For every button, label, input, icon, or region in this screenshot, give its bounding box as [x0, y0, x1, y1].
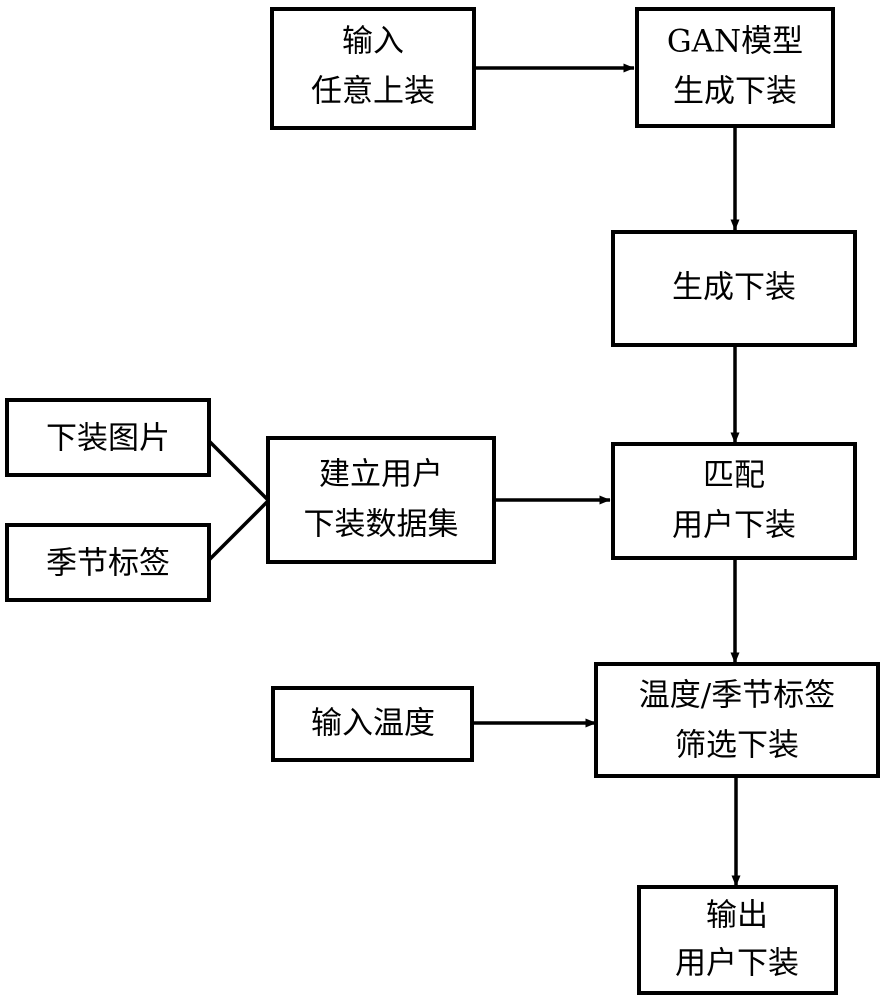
- edge-image-to-dataset: [207, 439, 270, 502]
- node-input-top[interactable]: 输入 任意上装: [270, 7, 476, 130]
- node-generated-bottom-label: 生成下装: [672, 270, 796, 306]
- node-input-top-line2: 任意上装: [311, 74, 435, 110]
- node-input-temperature-label: 输入温度: [311, 706, 435, 742]
- node-generated-bottom-box: [611, 230, 857, 347]
- node-input-temperature-box: [271, 686, 474, 762]
- node-match-user-box: [611, 442, 857, 560]
- node-input-top-line1: 输入: [342, 24, 404, 60]
- node-gan-model[interactable]: GAN模型 生成下装: [635, 7, 835, 128]
- edge-season-to-dataset: [207, 499, 270, 562]
- node-output-user-line1: 输出: [706, 898, 768, 934]
- node-build-dataset-box: [266, 436, 496, 564]
- node-output-user-box: [637, 885, 838, 995]
- node-match-user[interactable]: 匹配 用户下装: [611, 442, 857, 560]
- node-filter-bottom[interactable]: 温度/季节标签 筛选下装: [594, 662, 880, 778]
- node-gan-model-line2: 生成下装: [673, 74, 797, 110]
- node-output-user-line2: 用户下装: [675, 946, 799, 982]
- node-filter-bottom-line1: 温度/季节标签: [639, 678, 835, 714]
- node-build-dataset[interactable]: 建立用户 下装数据集: [266, 436, 496, 564]
- node-output-user[interactable]: 输出 用户下装: [637, 885, 838, 995]
- node-build-dataset-line2: 下装数据集: [304, 507, 459, 543]
- node-filter-bottom-box: [594, 662, 880, 778]
- node-gan-model-box: [635, 7, 835, 128]
- node-gan-model-line1: GAN模型: [667, 24, 803, 60]
- node-generated-bottom[interactable]: 生成下装: [611, 230, 857, 347]
- node-season-label-label: 季节标签: [46, 546, 170, 582]
- node-build-dataset-line1: 建立用户: [319, 457, 443, 493]
- node-input-top-box: [270, 7, 476, 130]
- node-filter-bottom-line2: 筛选下装: [675, 728, 799, 764]
- node-bottom-image[interactable]: 下装图片: [5, 398, 211, 477]
- node-bottom-image-box: [5, 398, 211, 477]
- node-match-user-line1: 匹配: [703, 458, 765, 494]
- node-season-label-box: [5, 523, 211, 602]
- node-input-temperature[interactable]: 输入温度: [271, 686, 474, 762]
- node-bottom-image-label: 下装图片: [46, 421, 170, 457]
- node-season-label[interactable]: 季节标签: [5, 523, 211, 602]
- node-match-user-line2: 用户下装: [672, 508, 796, 544]
